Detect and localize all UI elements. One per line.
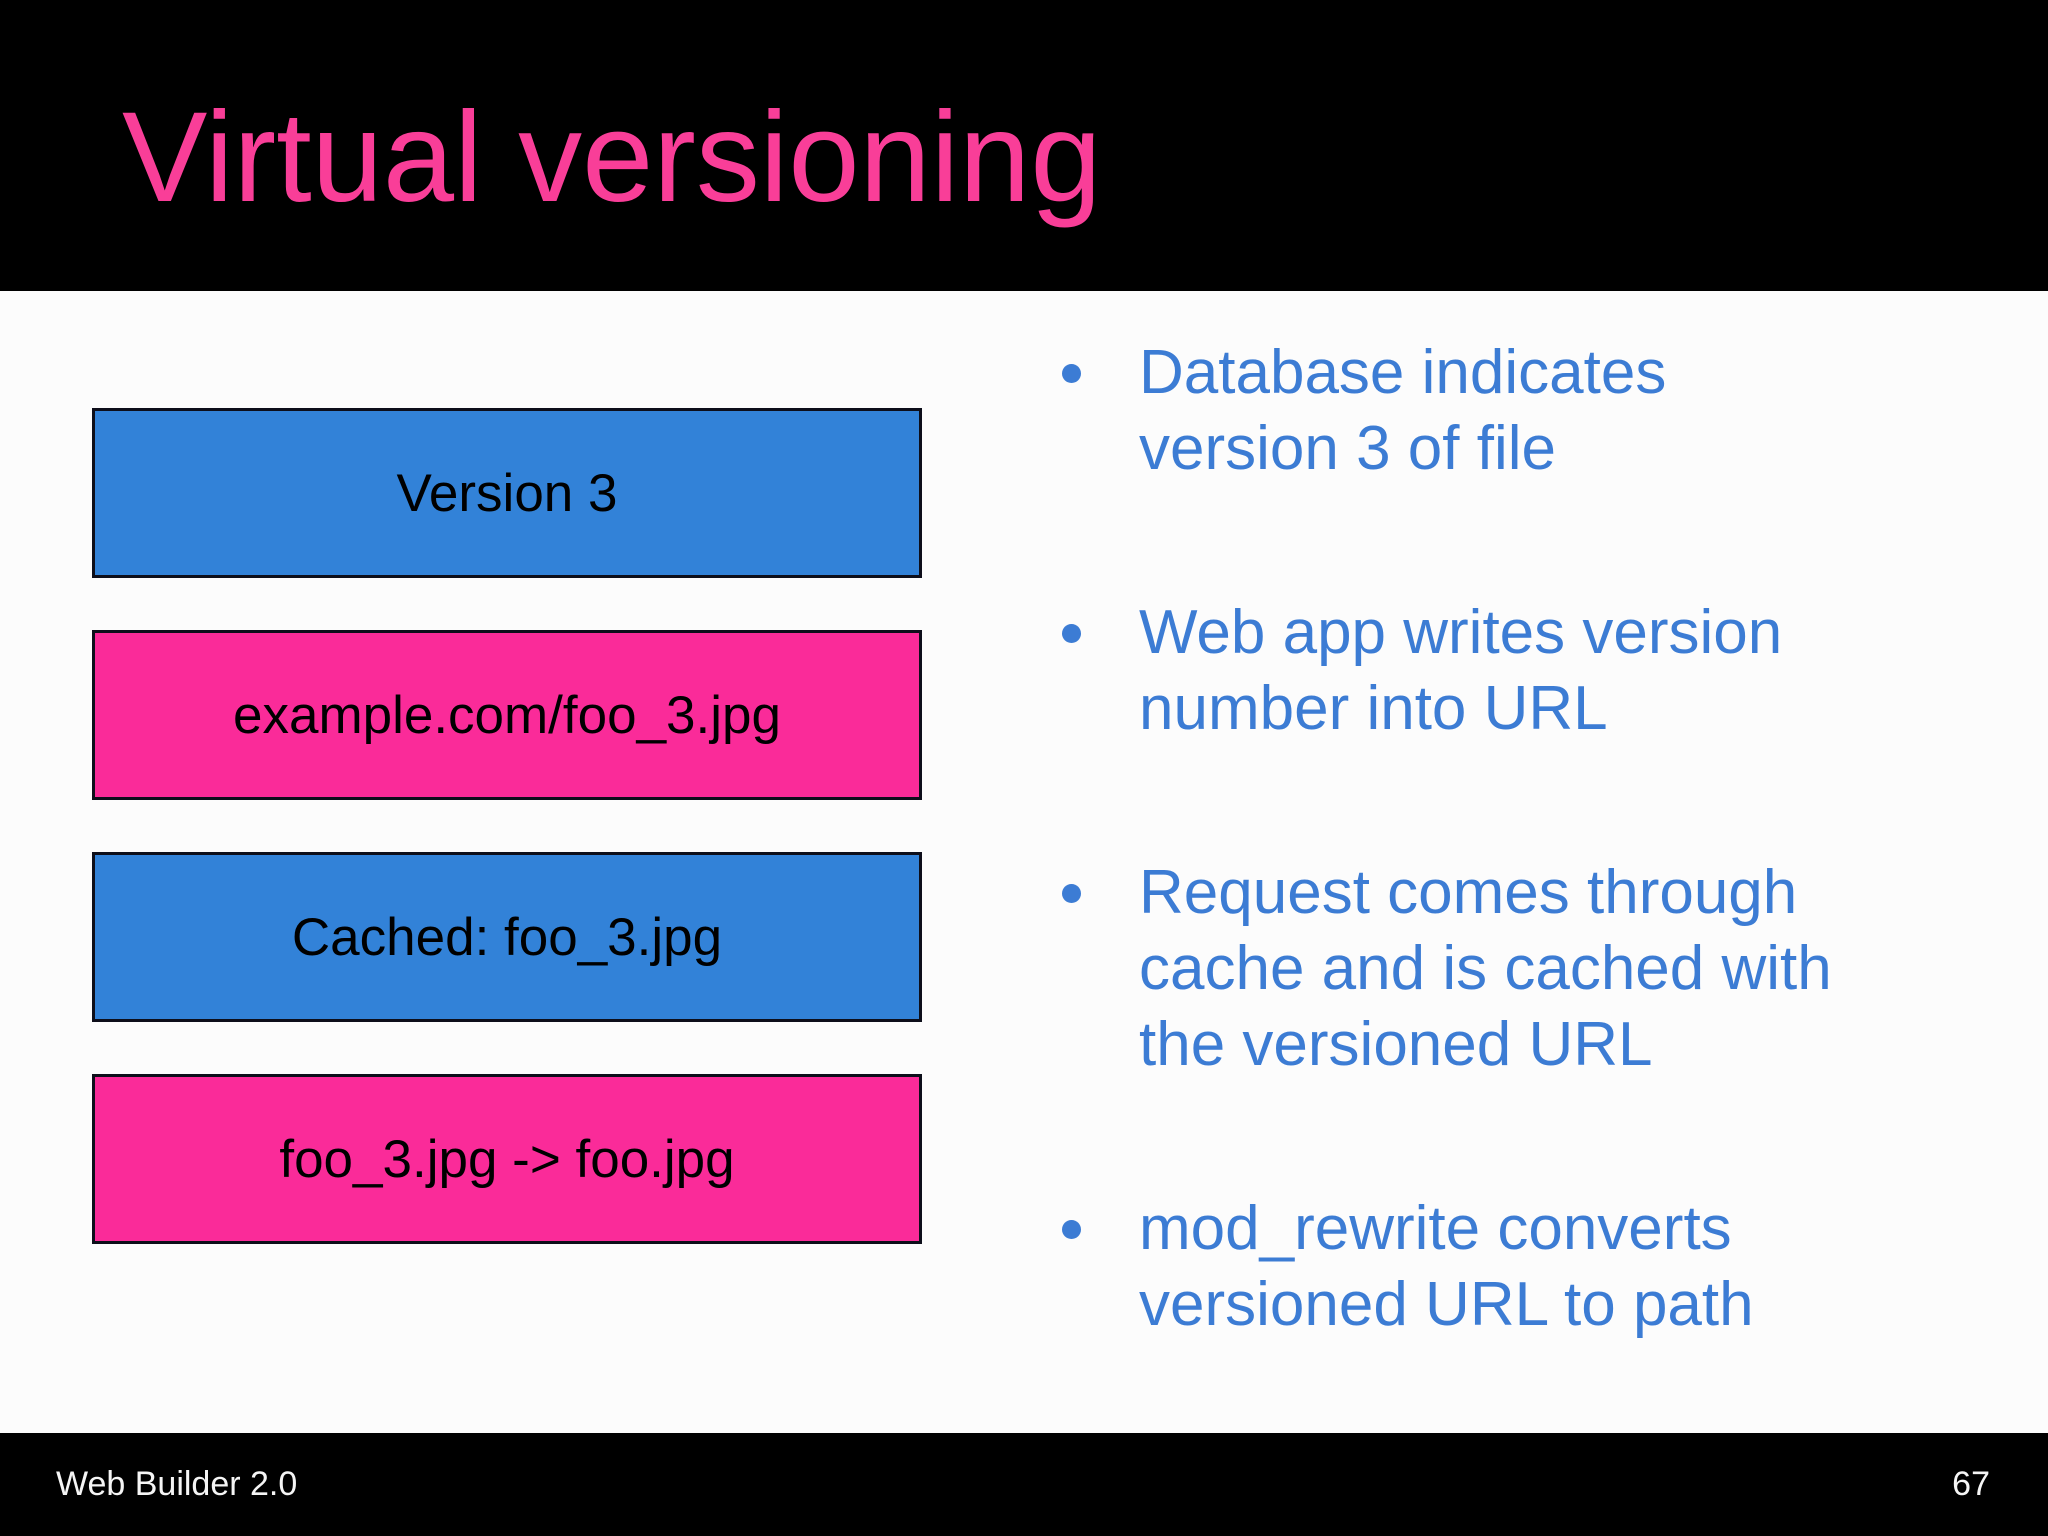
diagram-box-versioned-url: example.com/foo_3.jpg — [92, 630, 922, 800]
bullet-dot-icon — [1062, 364, 1081, 383]
diagram-box-label: Cached: foo_3.jpg — [291, 907, 723, 967]
bullet-item: Web app writes version number into URL — [1062, 595, 2002, 747]
diagram-box-label: foo_3.jpg -> foo.jpg — [279, 1129, 735, 1189]
page-number: 67 — [1952, 1465, 1990, 1503]
diagram-box-rewrite: foo_3.jpg -> foo.jpg — [92, 1074, 922, 1244]
bullet-text: mod_rewrite converts versioned URL to pa… — [1139, 1194, 1754, 1339]
bullet-text: Database indicates version 3 of file — [1139, 338, 1667, 483]
bullet-list: Database indicates version 3 of file Web… — [1062, 335, 2002, 1451]
diagram-box-label: Version 3 — [396, 463, 618, 523]
diagram-box-cached: Cached: foo_3.jpg — [92, 852, 922, 1022]
bullet-dot-icon — [1062, 624, 1081, 643]
bullet-dot-icon — [1062, 1220, 1081, 1239]
diagram-box-version: Version 3 — [92, 408, 922, 578]
slide-footer: Web Builder 2.0 67 — [0, 1433, 2048, 1536]
bullet-text: Request comes through cache and is cache… — [1139, 858, 1832, 1079]
page-title: Virtual versioning — [122, 86, 1102, 229]
bullet-item: mod_rewrite converts versioned URL to pa… — [1062, 1191, 2002, 1343]
footer-title: Web Builder 2.0 — [56, 1465, 298, 1503]
version-flow-diagram: Version 3 example.com/foo_3.jpg Cached: … — [92, 408, 922, 1296]
bullet-item: Database indicates version 3 of file — [1062, 335, 2002, 487]
bullet-item: Request comes through cache and is cache… — [1062, 855, 2002, 1083]
diagram-box-label: example.com/foo_3.jpg — [233, 685, 781, 745]
slide-header: Virtual versioning — [0, 0, 2048, 291]
bullet-dot-icon — [1062, 884, 1081, 903]
bullet-text: Web app writes version number into URL — [1139, 598, 1783, 743]
